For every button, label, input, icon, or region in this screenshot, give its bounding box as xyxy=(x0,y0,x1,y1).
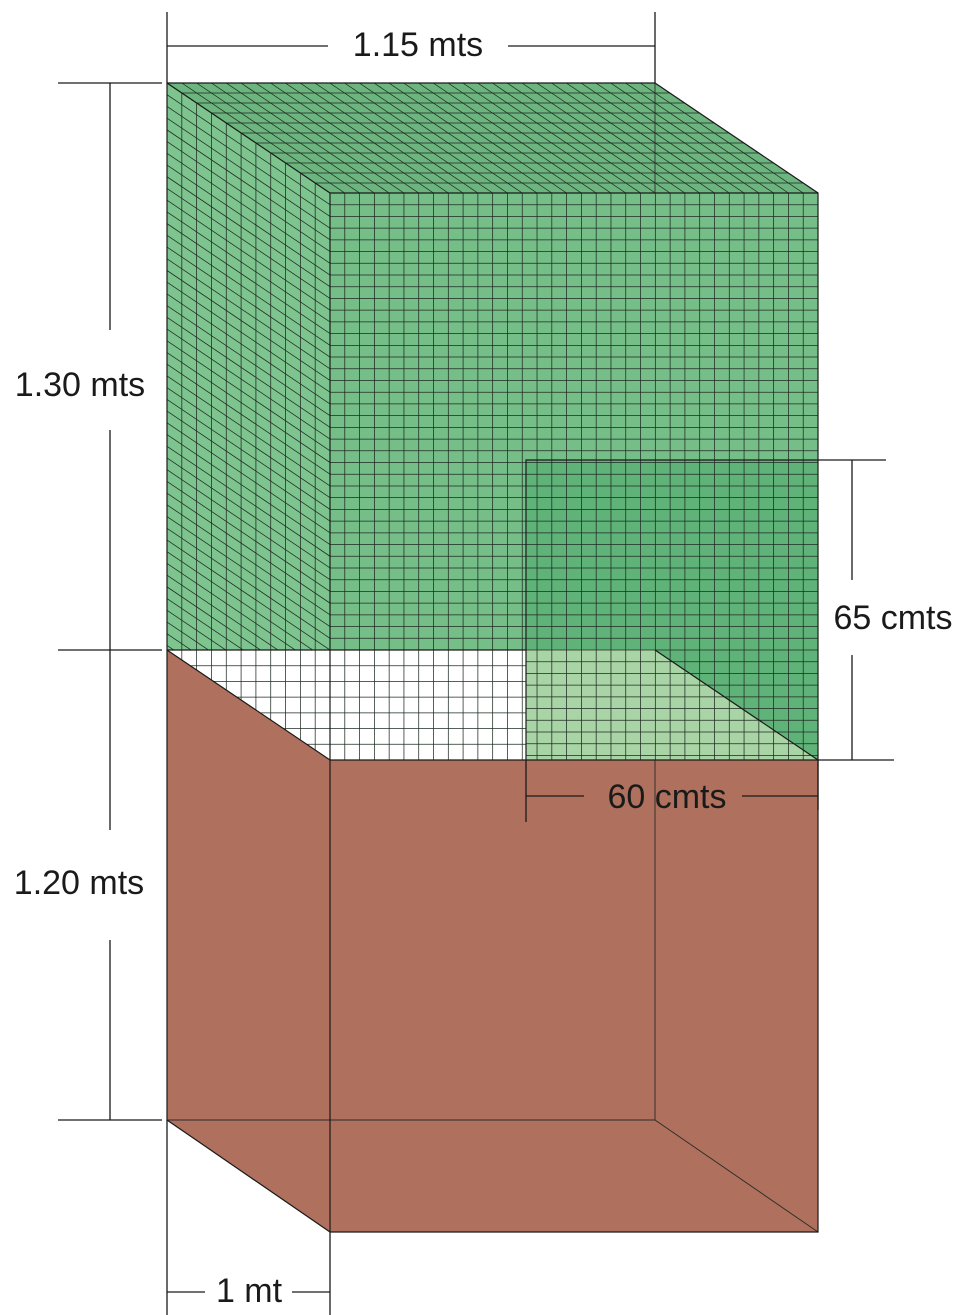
mesh-wire xyxy=(640,83,804,193)
mesh-wire xyxy=(447,83,612,193)
mesh-wire xyxy=(167,293,330,405)
mesh-wire xyxy=(314,83,479,193)
mesh-wire xyxy=(196,83,360,193)
mesh-wire xyxy=(167,621,330,650)
mesh-wire xyxy=(285,83,449,193)
mesh-wire xyxy=(167,527,330,639)
mesh-wire xyxy=(167,516,330,627)
mesh-wire xyxy=(329,83,493,193)
mesh-wire xyxy=(167,539,330,650)
mesh-wire xyxy=(270,83,434,193)
mesh-wire xyxy=(167,141,330,252)
mesh-wire xyxy=(167,164,330,276)
mesh-wire xyxy=(167,352,330,463)
mesh-wire xyxy=(167,445,330,557)
mesh-cutout-section xyxy=(526,460,818,760)
mesh-wire xyxy=(580,83,745,193)
mesh-wire xyxy=(225,83,390,193)
mesh-wire xyxy=(240,83,405,193)
mesh-wire xyxy=(167,305,330,416)
mesh-wire xyxy=(610,83,774,193)
mesh-wire xyxy=(536,83,700,193)
mesh-wire xyxy=(418,83,582,193)
mesh-wire xyxy=(359,83,523,193)
mesh-exposed-strip xyxy=(167,649,526,761)
block-outline xyxy=(166,82,819,1233)
mesh-wire xyxy=(167,152,330,264)
cutout-width-label: 60 cmts xyxy=(607,778,726,816)
lower-height-label: 1.20 mts xyxy=(14,864,144,902)
soil-side-face xyxy=(167,650,330,1232)
mesh-wire xyxy=(167,188,330,299)
mesh-wire xyxy=(167,117,330,229)
mesh-wire xyxy=(167,223,330,334)
mesh-wire xyxy=(167,574,330,650)
mesh-wire xyxy=(167,340,330,452)
dimension-lower-height: 1.20 mts xyxy=(14,650,162,1121)
mesh-wire xyxy=(167,410,330,522)
mesh-wire xyxy=(373,83,538,193)
mesh-wire xyxy=(167,176,330,288)
mesh-wire xyxy=(167,106,330,217)
mesh-wire xyxy=(255,83,419,193)
mesh-wire xyxy=(167,609,330,650)
mesh-wire xyxy=(506,83,671,193)
mesh-wire xyxy=(551,83,715,193)
mesh-wire xyxy=(521,83,686,193)
soil-hidden-edge xyxy=(654,1119,819,1233)
dimension-cutout-width: 60 cmts xyxy=(525,760,819,822)
cutout-height-label: 65 cmts xyxy=(833,599,952,637)
mesh-wire xyxy=(167,469,330,581)
mesh-wire xyxy=(299,83,464,193)
dimension-bottom-depth: 1 mt xyxy=(166,1120,331,1315)
mesh-wire xyxy=(167,94,330,206)
mesh-wire xyxy=(344,83,508,193)
mesh-wire xyxy=(167,270,330,381)
mesh-side-face xyxy=(167,83,330,650)
mesh-wire xyxy=(595,83,760,193)
mesh-wire xyxy=(167,246,330,358)
dimension-top-width: 1.15 mts xyxy=(166,12,656,83)
mesh-wire xyxy=(211,83,375,193)
mesh-wire xyxy=(167,211,330,323)
mesh-wire xyxy=(167,492,330,604)
mesh-wire xyxy=(167,598,330,650)
bottom-depth-label: 1 mt xyxy=(216,1272,283,1310)
mesh-wire xyxy=(167,328,330,440)
mesh-wire xyxy=(167,129,330,241)
mesh-wire xyxy=(403,83,567,193)
mesh-wire xyxy=(167,387,330,498)
mesh-wire xyxy=(167,258,330,370)
mesh-wire xyxy=(477,83,641,193)
mesh-wire xyxy=(167,199,330,311)
mesh-wire xyxy=(167,235,330,346)
mesh-wire xyxy=(167,551,330,650)
soil-front-face xyxy=(330,760,818,1232)
top-width-label: 1.15 mts xyxy=(353,26,483,64)
mesh-wire xyxy=(167,422,330,534)
mesh-wire xyxy=(167,375,330,487)
dimension-cutout-height: 65 cmts xyxy=(818,459,953,761)
mesh-wire xyxy=(167,399,330,510)
mesh-wire xyxy=(492,83,656,193)
mesh-wire xyxy=(462,83,626,193)
dimension-upper-height: 1.30 mts xyxy=(15,82,162,651)
mesh-wire xyxy=(388,83,553,193)
mesh-wire xyxy=(181,83,345,193)
mesh-wire xyxy=(167,504,330,616)
mesh-wire xyxy=(566,83,730,193)
soil-block xyxy=(167,650,819,1233)
mesh-wire xyxy=(625,83,789,193)
mesh-wire xyxy=(167,481,330,592)
mesh-wire xyxy=(167,281,330,393)
mesh-wire xyxy=(167,363,330,475)
mesh-wire xyxy=(432,83,597,193)
mesh-wire xyxy=(167,457,330,569)
mesh-wire xyxy=(167,434,330,545)
mesh-wire xyxy=(167,317,330,428)
mesh-wire xyxy=(167,563,330,650)
upper-height-label: 1.30 mts xyxy=(15,366,145,404)
mesh-wire xyxy=(167,586,330,650)
